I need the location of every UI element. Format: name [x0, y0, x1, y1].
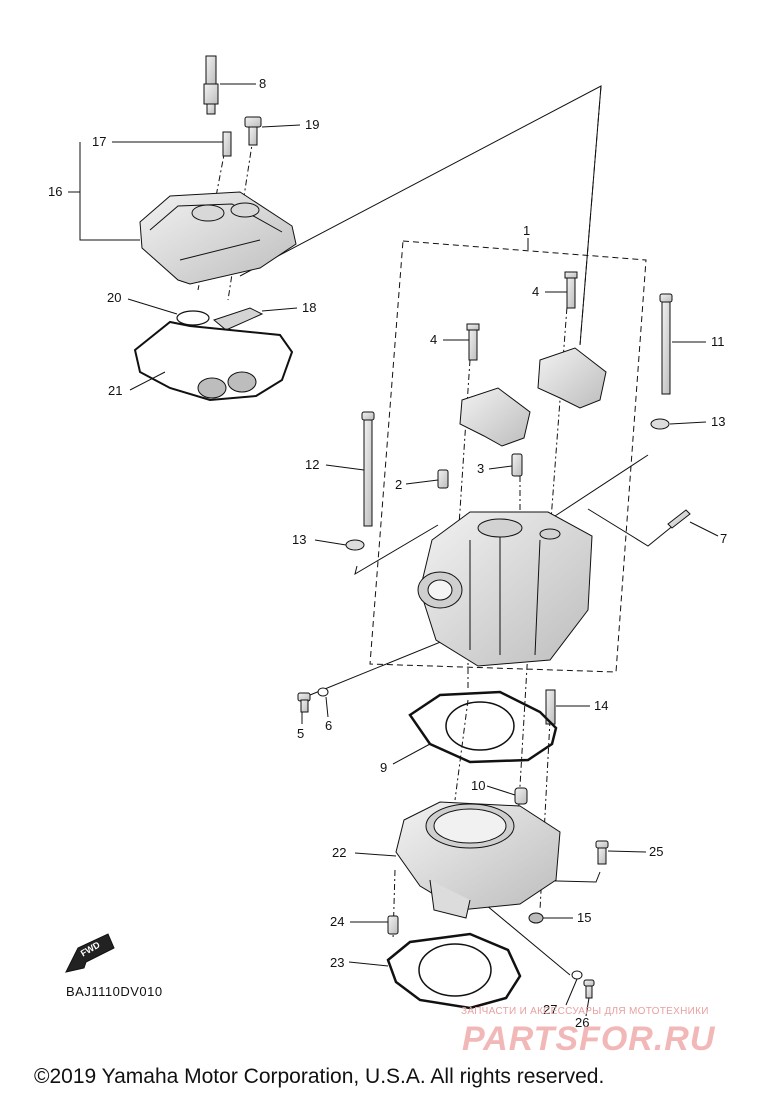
- gasket-lobes: [197, 371, 257, 399]
- pin-7: [667, 509, 691, 529]
- cap-bolts: [466, 271, 578, 361]
- label-part-1: 1: [523, 223, 531, 238]
- label-part-27: 27: [543, 1002, 558, 1017]
- label-part-19: 19: [305, 117, 320, 132]
- fwd-arrow-icon: [65, 933, 115, 973]
- label-part-21: 21: [108, 383, 123, 398]
- cover-bolt: [222, 116, 262, 157]
- dowel-10: [514, 787, 528, 805]
- part-27: [571, 970, 583, 980]
- dowel-24: [387, 915, 399, 935]
- dowel-pins: [437, 453, 523, 489]
- nut-15: [528, 912, 544, 924]
- cover-gasket-strip: [212, 307, 264, 331]
- part-26: [583, 979, 595, 999]
- label-part-20: 20: [107, 290, 122, 305]
- label-part-13-left: 13: [292, 532, 307, 547]
- label-part-6: 6: [325, 718, 333, 733]
- label-part-18: 18: [302, 300, 317, 315]
- plug-seal: [176, 310, 210, 326]
- assembly-boundary: [369, 240, 647, 673]
- washer-13-right: [650, 418, 670, 430]
- camshaft-caps: [459, 347, 607, 447]
- label-part-16: 16: [48, 184, 63, 199]
- label-part-9: 9: [380, 760, 388, 775]
- label-part-26: 26: [575, 1015, 590, 1030]
- label-part-14: 14: [594, 698, 609, 713]
- long-bolt-12: [361, 411, 375, 527]
- label-part-11: 11: [711, 334, 725, 349]
- cylinder-head-gasket: [408, 690, 558, 764]
- washer-13-left: [345, 539, 365, 551]
- label-leaders: [68, 83, 719, 1017]
- label-part-7: 7: [720, 531, 728, 546]
- label-part-13-right: 13: [711, 414, 726, 429]
- label-part-23: 23: [330, 955, 345, 970]
- washer-6: [317, 687, 329, 697]
- cylinder-head: [417, 511, 593, 667]
- label-part-4-upper: 4: [532, 284, 540, 299]
- spark-plug: [203, 55, 219, 115]
- watermark-text: ЗАПЧАСТИ И АКСЕССУАРЫ ДЛЯ МОТОТЕХНИКИ: [461, 1006, 709, 1017]
- diagram-code: BAJ1110DV010: [66, 984, 163, 999]
- small-bolt-5: [297, 692, 311, 713]
- label-part-2: 2: [395, 477, 403, 492]
- copyright-notice: ©2019 Yamaha Motor Corporation, U.S.A. A…: [34, 1065, 605, 1088]
- watermark-logo: PARTSFOR.RU: [462, 1020, 716, 1058]
- label-part-5: 5: [297, 726, 305, 741]
- long-bolt-11: [659, 293, 673, 395]
- bolt-25: [595, 840, 609, 865]
- cylinder-block: [395, 801, 561, 919]
- label-part-15: 15: [577, 910, 592, 925]
- label-part-22: 22: [332, 845, 347, 860]
- label-part-3: 3: [477, 461, 485, 476]
- label-part-24: 24: [330, 914, 345, 929]
- label-part-12: 12: [305, 457, 320, 472]
- cylinder-head-cover: [139, 191, 297, 285]
- label-part-17: 17: [92, 134, 107, 149]
- cylinder-base-gasket: [386, 932, 522, 1010]
- label-part-8: 8: [259, 76, 267, 91]
- label-part-10: 10: [471, 778, 486, 793]
- label-part-4-lower: 4: [430, 332, 438, 347]
- label-part-25: 25: [649, 844, 664, 859]
- head-cover-gasket: [133, 320, 294, 402]
